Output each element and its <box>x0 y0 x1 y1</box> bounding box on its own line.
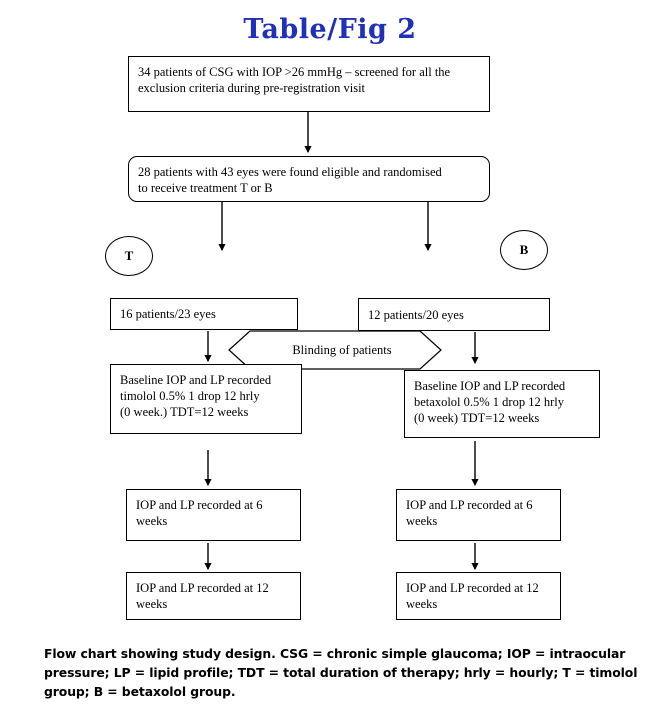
figure-caption: Flow chart showing study design. CSG = c… <box>44 646 638 699</box>
node-blinding[interactable]: Blinding of patients <box>228 330 442 370</box>
marker-group-b[interactable]: B <box>500 230 548 270</box>
node-arm-b-count[interactable]: 12 patients/20 eyes <box>358 298 550 331</box>
node-week6-t[interactable]: IOP and LP recorded at 6 weeks <box>126 489 301 541</box>
node-week6-b[interactable]: IOP and LP recorded at 6 weeks <box>396 489 561 541</box>
marker-group-t[interactable]: T <box>105 236 153 276</box>
figure-title: Table/Fig 2 <box>243 14 417 45</box>
node-baseline-b[interactable]: Baseline IOP and LP recorded betaxolol 0… <box>404 370 600 438</box>
node-baseline-t[interactable]: Baseline IOP and LP recorded timolol 0.5… <box>110 364 302 434</box>
node-week12-b[interactable]: IOP and LP recorded at 12 weeks <box>396 572 561 620</box>
node-arm-t-count[interactable]: 16 patients/23 eyes <box>110 298 298 330</box>
node-week12-t[interactable]: IOP and LP recorded at 12 weeks <box>126 572 301 620</box>
node-randomisation[interactable]: 28 patients with 43 eyes were found elig… <box>128 156 490 202</box>
node-screening[interactable]: 34 patients of CSG with IOP >26 mmHg – s… <box>128 56 490 112</box>
node-blinding-label: Blinding of patients <box>292 342 392 357</box>
